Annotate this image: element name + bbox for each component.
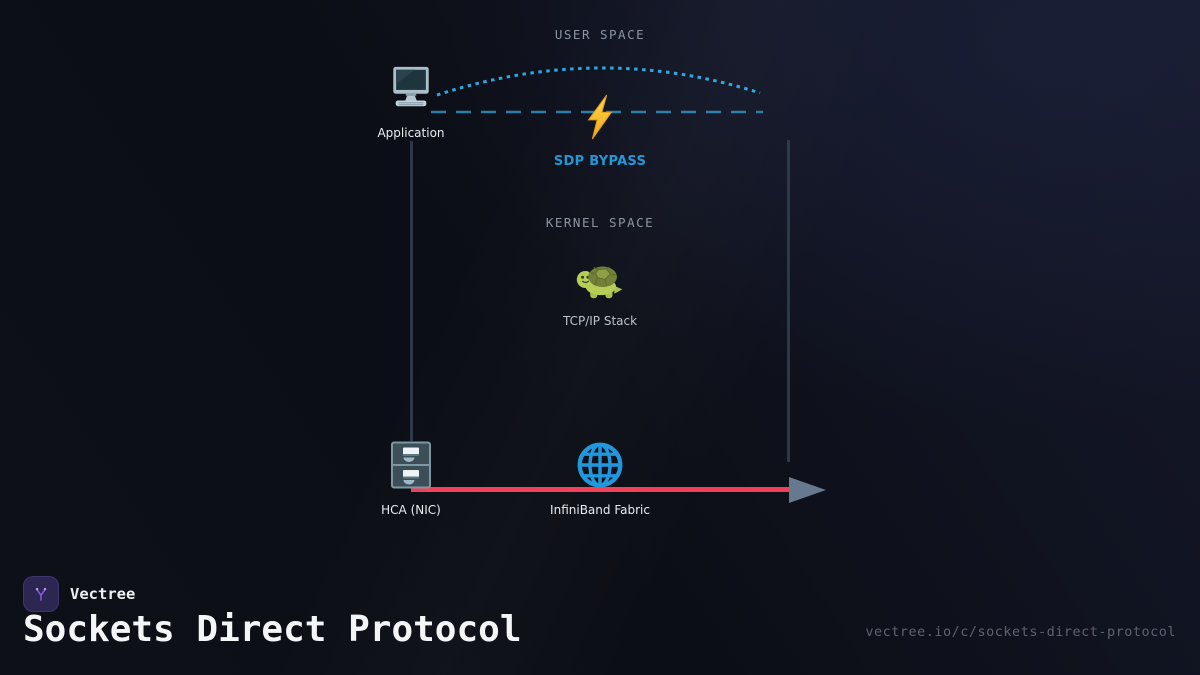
lightning-bolt-icon bbox=[583, 94, 617, 140]
kernel-space-label: KERNEL SPACE bbox=[545, 215, 655, 230]
sdp-bypass-arc bbox=[436, 66, 761, 97]
page-title: Sockets Direct Protocol bbox=[23, 609, 522, 650]
vectree-logo bbox=[23, 576, 59, 612]
page-url: vectree.io/c/sockets-direct-protocol bbox=[865, 624, 1176, 640]
tcp-ip-stack-label: TCP/IP Stack bbox=[562, 314, 638, 328]
file-cabinet-icon bbox=[389, 441, 433, 489]
globe-icon bbox=[576, 441, 624, 489]
application-label: Application bbox=[377, 126, 445, 140]
user-space-label: USER SPACE bbox=[554, 27, 646, 42]
infiniband-fabric-label: InfiniBand Fabric bbox=[550, 503, 650, 517]
desktop-computer-icon bbox=[388, 63, 434, 113]
hca-nic-label: HCA (NIC) bbox=[381, 503, 441, 517]
sdp-bypass-label: SDP BYPASS bbox=[553, 154, 647, 169]
fast-path-arrowhead-icon bbox=[789, 477, 826, 503]
turtle-icon bbox=[575, 257, 625, 302]
branch-icon bbox=[35, 587, 47, 601]
brand-name: Vectree bbox=[70, 585, 136, 603]
